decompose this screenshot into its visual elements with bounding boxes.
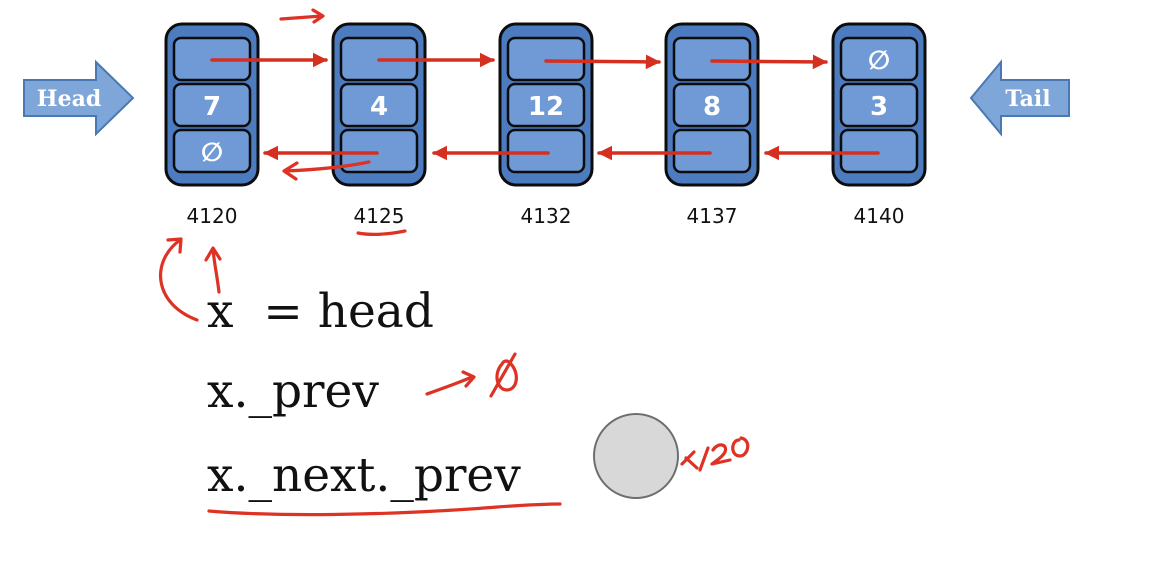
ink-underline-address: [356, 229, 407, 237]
node-value: 8: [703, 92, 721, 122]
value-cell: [839, 82, 919, 128]
node-address: 4132: [521, 204, 572, 228]
list-node: 8 4137: [664, 22, 760, 228]
list-node: ∅ 3 4140: [831, 22, 927, 228]
code-line: x = head: [207, 284, 434, 339]
node-value: 7: [203, 92, 221, 122]
prev-pointer-cell: [506, 128, 586, 174]
next-arrow: [544, 54, 661, 70]
ink-arrow-prev: [425, 370, 476, 396]
node-value: 4: [370, 92, 388, 122]
list-node: 12 4132: [498, 22, 594, 228]
prev-pointer-cell: [172, 128, 252, 174]
node-address: 4137: [687, 204, 738, 228]
node-address: 4140: [854, 204, 905, 228]
ink-arrow-top: [279, 8, 325, 24]
node-value: 12: [528, 92, 564, 122]
list-node: 4 4125: [331, 22, 427, 228]
code-line: x._next._prev: [207, 448, 521, 503]
next-arrow: [710, 54, 828, 70]
next-pointer-arrows: [210, 52, 828, 70]
tail-label: Tail: [1005, 86, 1050, 112]
head-arrow-shape: [23, 59, 135, 137]
handwritten-annotations: [158, 8, 750, 517]
pointer-cursor-circle: [593, 413, 679, 499]
tail-arrow-shape: [969, 59, 1070, 137]
list-node: 7 ∅ 4120: [164, 22, 260, 228]
code-line: x._prev: [207, 364, 379, 419]
next-pointer-text: ∅: [868, 46, 890, 76]
ink-curved-arrow: [158, 237, 199, 322]
next-pointer-cell: [506, 36, 586, 82]
tail-arrow: Tail: [969, 59, 1070, 137]
prev-pointer-cell: [839, 128, 919, 174]
head-arrow: Head: [23, 59, 135, 137]
ink-arrow-back: [282, 160, 371, 181]
node-address: 4125: [354, 204, 405, 228]
prev-pointer-text: ∅: [201, 138, 223, 168]
head-label: Head: [37, 86, 101, 112]
ink-up-arrow: [204, 246, 222, 294]
prev-pointer-cell: [339, 128, 419, 174]
value-cell: [506, 82, 586, 128]
value-cell: [339, 82, 419, 128]
prev-pointer-cell: [672, 128, 752, 174]
ink-null-symbol: [489, 352, 518, 398]
node-address: 4120: [187, 204, 238, 228]
value-cell: [172, 82, 252, 128]
ink-value-4120: [680, 436, 750, 472]
node-value: 3: [870, 92, 888, 122]
ink-underline-code: [207, 502, 562, 517]
next-pointer-cell: [839, 36, 919, 82]
value-cell: [672, 82, 752, 128]
next-pointer-cell: [672, 36, 752, 82]
